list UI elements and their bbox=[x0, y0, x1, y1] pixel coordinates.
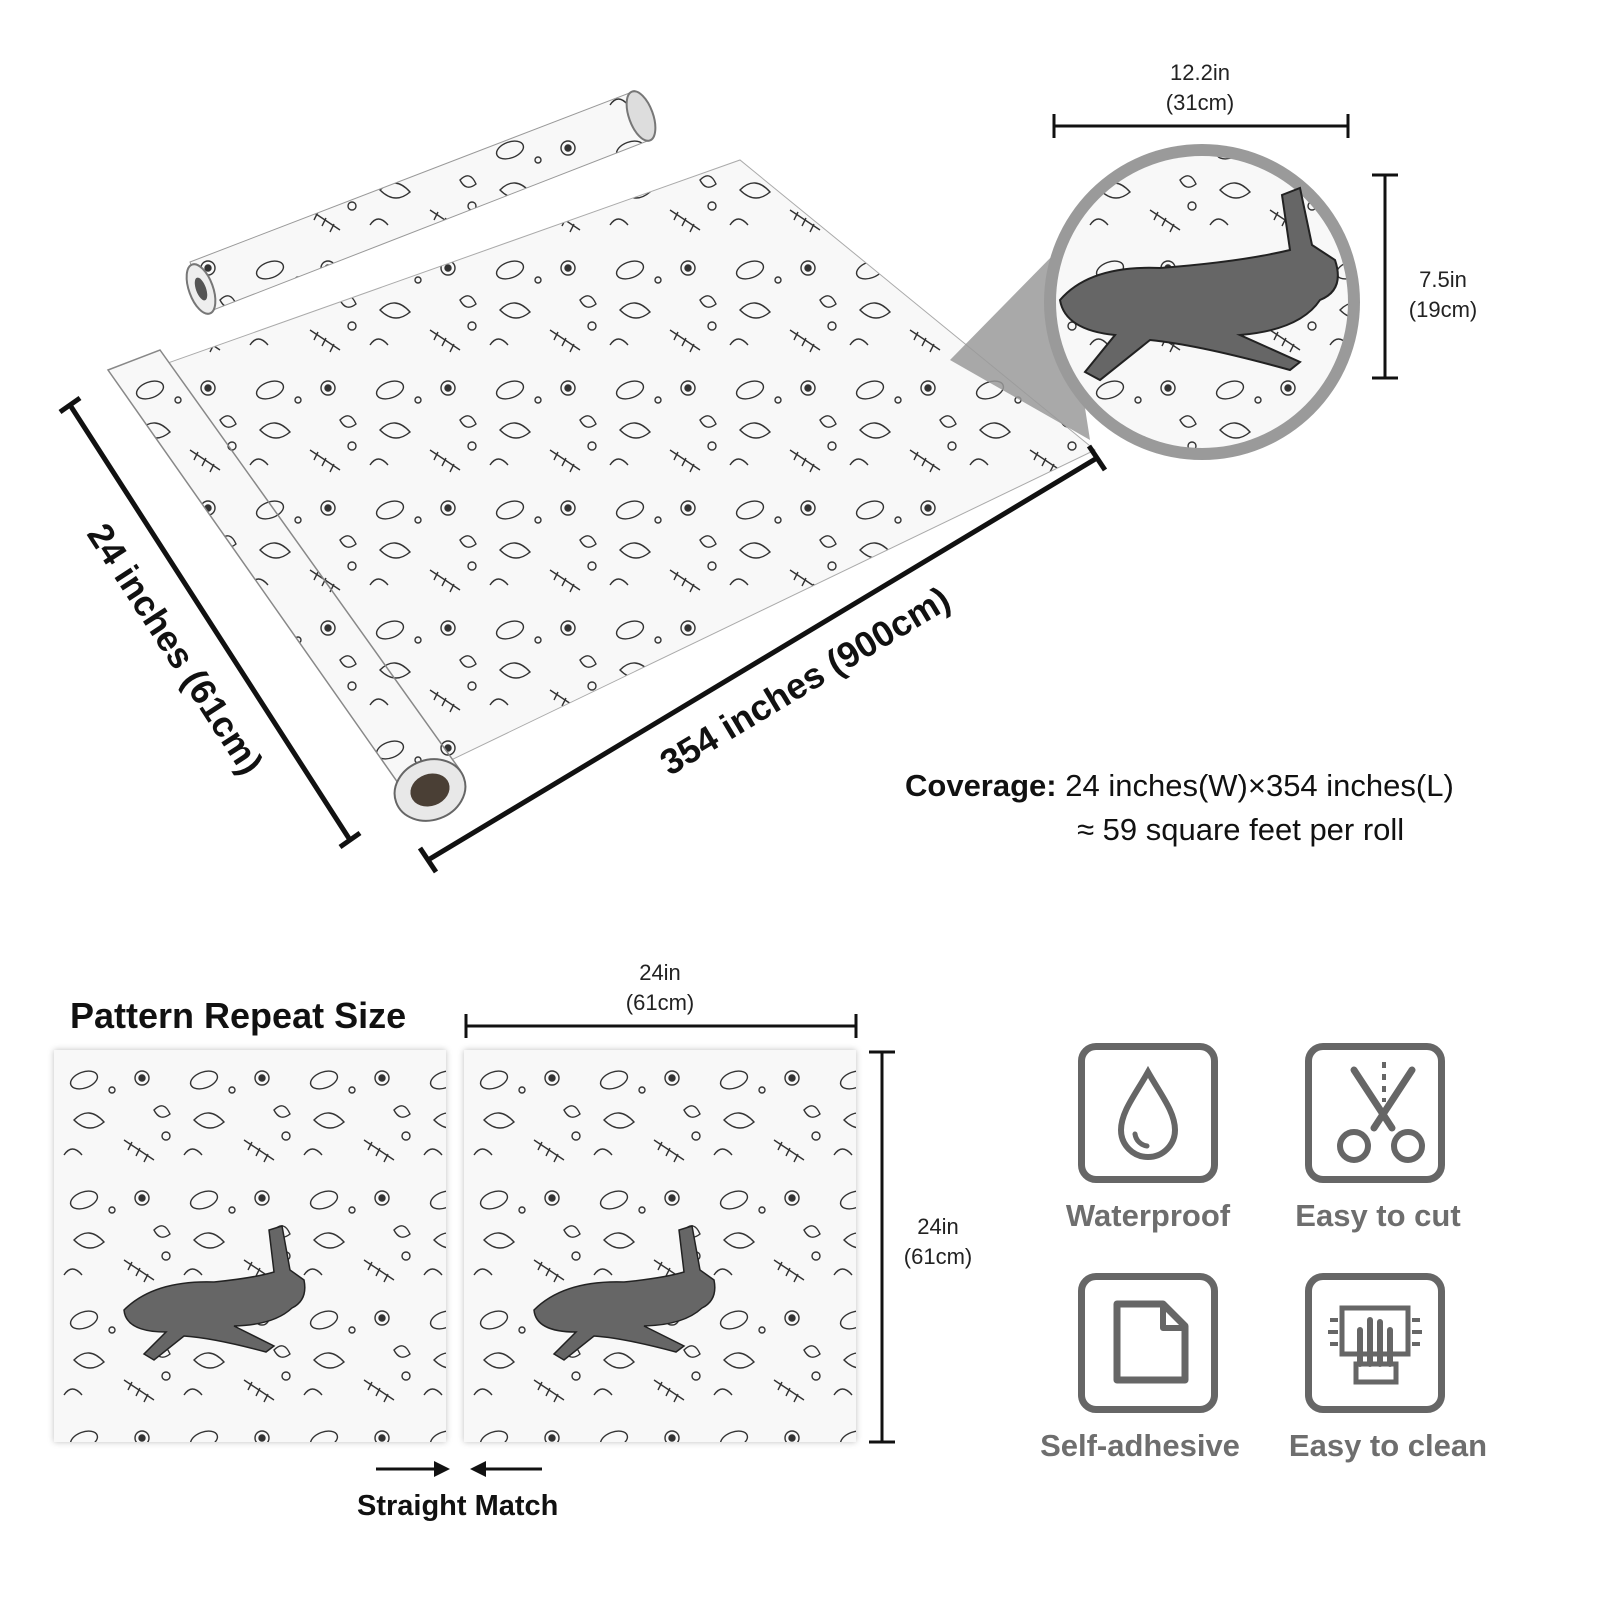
straight-match-arrows bbox=[376, 1461, 542, 1477]
detail-width-in: 12.2in bbox=[1170, 60, 1230, 85]
feature-waterproof bbox=[1078, 1043, 1218, 1183]
scissors-icon bbox=[1337, 1062, 1425, 1163]
coverage-line1: 24 inches(W)×354 inches(L) bbox=[1065, 768, 1454, 803]
large-roll-sheet bbox=[106, 159, 1096, 822]
feature-self-adhesive bbox=[1078, 1273, 1218, 1413]
panel-width-cm: (61cm) bbox=[625, 990, 695, 1015]
roll-length-line bbox=[426, 455, 1099, 863]
detail-height-cm: (19cm) bbox=[1408, 297, 1478, 322]
coverage-line2: ≈ 59 square feet per roll bbox=[1077, 812, 1405, 847]
pattern-panel-left bbox=[54, 1050, 446, 1442]
feature-easy-cut bbox=[1305, 1043, 1445, 1183]
pattern-panel-right bbox=[464, 1050, 856, 1442]
panel-width-in: 24in bbox=[639, 960, 681, 985]
detail-magnifier bbox=[1044, 144, 1360, 460]
feature-easy-cut-label: Easy to cut bbox=[1295, 1198, 1461, 1233]
pattern-repeat-title: Pattern Repeat Size bbox=[70, 995, 407, 1036]
peel-sticker-icon bbox=[1113, 1300, 1189, 1384]
panel-height-label: 24in (61cm) bbox=[888, 1212, 988, 1272]
roll-width-line bbox=[67, 403, 353, 842]
detail-width-cm: (31cm) bbox=[1165, 90, 1235, 115]
coverage-block: Coverage: 24 inches(W)×354 inches(L) ≈ 5… bbox=[905, 768, 1454, 848]
straight-match-label: Straight Match bbox=[357, 1490, 559, 1522]
detail-width-label: 12.2in (31cm) bbox=[1125, 58, 1275, 118]
panel-height-in: 24in bbox=[917, 1214, 959, 1239]
coverage-label: Coverage: bbox=[905, 768, 1057, 803]
wipe-hand-icon bbox=[1328, 1305, 1422, 1385]
panel-width-label: 24in (61cm) bbox=[600, 958, 720, 1018]
small-roll bbox=[185, 90, 657, 315]
water-drop-icon bbox=[1117, 1065, 1179, 1160]
feature-self-adhesive-label: Self-adhesive bbox=[1040, 1428, 1240, 1463]
roll-illustration bbox=[58, 90, 1398, 874]
panel-height-cm: (61cm) bbox=[903, 1244, 973, 1269]
feature-waterproof-label: Waterproof bbox=[1065, 1198, 1231, 1233]
detail-height-in: 7.5in bbox=[1419, 267, 1467, 292]
feature-easy-clean-label: Easy to clean bbox=[1288, 1428, 1488, 1463]
detail-height-label: 7.5in (19cm) bbox=[1398, 265, 1488, 325]
feature-easy-clean bbox=[1305, 1273, 1445, 1413]
